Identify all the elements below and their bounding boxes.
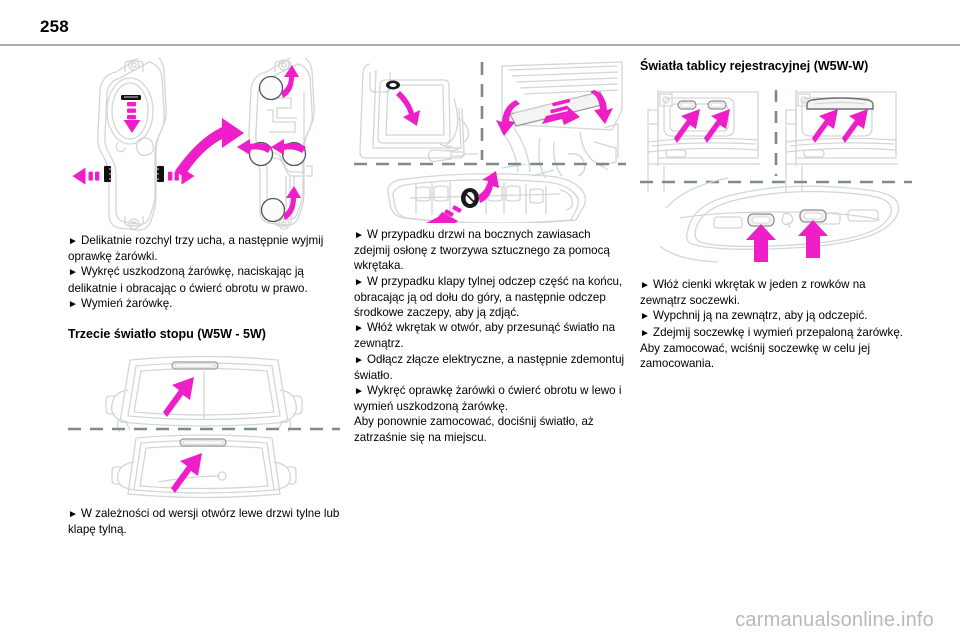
instruction-item: ►W zależności od wersji otwórz lewe drzw… — [68, 506, 340, 537]
column-1: ►Delikatnie rozchyl trzy ucha, a następn… — [68, 58, 340, 537]
instruction-text: Zdejmij soczewkę i wymień przepaloną żar… — [653, 325, 904, 339]
instruction-item: ►Wykręć oprawkę żarówki o ćwierć obrotu … — [354, 383, 626, 414]
site-watermark: carmanualsonline.info — [735, 609, 934, 631]
bullet-triangle-icon: ► — [68, 267, 78, 279]
instruction-text: Włóż wkrętak w otwór, aby przesunąć świa… — [354, 321, 616, 351]
column-2: ►W przypadku drzwi na bocznych zawiasach… — [354, 58, 626, 445]
column-2-instructions: ►W przypadku drzwi na bocznych zawiasach… — [354, 227, 626, 445]
bullet-triangle-icon: ► — [640, 280, 650, 291]
instruction-text: W przypadku klapy tylnej odczep część na… — [354, 274, 623, 320]
instruction-note: Aby ponownie zamocować, dociśnij światło… — [354, 414, 626, 444]
instruction-text: W przypadku drzwi na bocznych zawiasach … — [354, 228, 610, 273]
instruction-item: ►Wykręć uszkodzoną żarówkę, naciskając j… — [68, 264, 340, 295]
instruction-text: Wykręć oprawkę żarówki o ćwierć obrotu w… — [354, 384, 622, 414]
bullet-triangle-icon: ► — [68, 236, 78, 247]
bullet-triangle-icon: ► — [354, 354, 364, 366]
bulb-holder-removal-figure — [68, 58, 340, 233]
third-brake-light-figure — [68, 350, 340, 500]
bullet-triangle-icon: ► — [354, 323, 364, 335]
instruction-item: ►Wymień żarówkę. — [68, 296, 340, 312]
header-divider — [0, 44, 960, 46]
instruction-note: Aby zamocować, wciśnij soczewkę w celu j… — [640, 341, 912, 371]
instruction-item: ►Włóż cienki wkrętak w jeden z rowków na… — [640, 277, 912, 308]
instruction-text: Wymień żarówkę. — [81, 296, 173, 310]
instruction-text: Aby ponownie zamocować, dociśnij światło… — [354, 415, 594, 444]
rear-door-tailgate-light-figure — [354, 58, 626, 223]
bullet-triangle-icon: ► — [640, 311, 650, 323]
instruction-item: ►Odłącz złącze elektryczne, a następnie … — [354, 352, 626, 383]
bullet-triangle-icon: ► — [68, 509, 78, 521]
instruction-text: W zależności od wersji otwórz lewe drzwi… — [68, 507, 340, 537]
bullet-triangle-icon: ► — [354, 276, 364, 288]
section-heading-licence-plate-lights: Światła tablicy rejestracyjnej (W5W-W) — [640, 59, 869, 73]
instruction-text: Włóż cienki wkrętak w jeden z rowków na … — [640, 278, 866, 308]
instruction-item: ►W przypadku klapy tylnej odczep część n… — [354, 274, 626, 321]
instruction-text: Wypchnij ją na zewnątrz, aby ją odczepić… — [653, 309, 868, 323]
instruction-item: ►Włóż wkrętak w otwór, aby przesunąć świ… — [354, 320, 626, 351]
bullet-triangle-icon: ► — [354, 230, 364, 241]
instruction-item: ►Wypchnij ją na zewnątrz, aby ją odczepi… — [640, 308, 912, 324]
column-3: Światła tablicy rejestracyjnej (W5W-W) — [640, 58, 912, 371]
column-1-instructions: ►Delikatnie rozchyl trzy ucha, a następn… — [68, 233, 340, 312]
page-number: 258 — [40, 17, 69, 36]
instruction-item: ►Delikatnie rozchyl trzy ucha, a następn… — [68, 233, 340, 264]
column-1-instructions-2: ►W zależności od wersji otwórz lewe drzw… — [68, 506, 340, 537]
instruction-item: ►Zdejmij soczewkę i wymień przepaloną ża… — [640, 325, 912, 341]
section-heading-third-brake-light: Trzecie światło stopu (W5W - 5W) — [68, 327, 266, 342]
column-3-instructions: ►Włóż cienki wkrętak w jeden z rowków na… — [640, 277, 912, 371]
instruction-text: Aby zamocować, wciśnij soczewkę w celu j… — [640, 341, 871, 371]
bullet-triangle-icon: ► — [354, 386, 364, 398]
bullet-triangle-icon: ► — [68, 298, 78, 310]
instruction-text: Wykręć uszkodzoną żarówkę, naciskając ją… — [68, 265, 308, 295]
instruction-text: Delikatnie rozchyl trzy ucha, a następni… — [68, 234, 324, 264]
instruction-text: Odłącz złącze elektryczne, a następnie z… — [354, 352, 625, 382]
bullet-triangle-icon: ► — [640, 327, 650, 339]
licence-plate-lights-figure — [640, 86, 912, 271]
instruction-item: ►W przypadku drzwi na bocznych zawiasach… — [354, 227, 626, 274]
